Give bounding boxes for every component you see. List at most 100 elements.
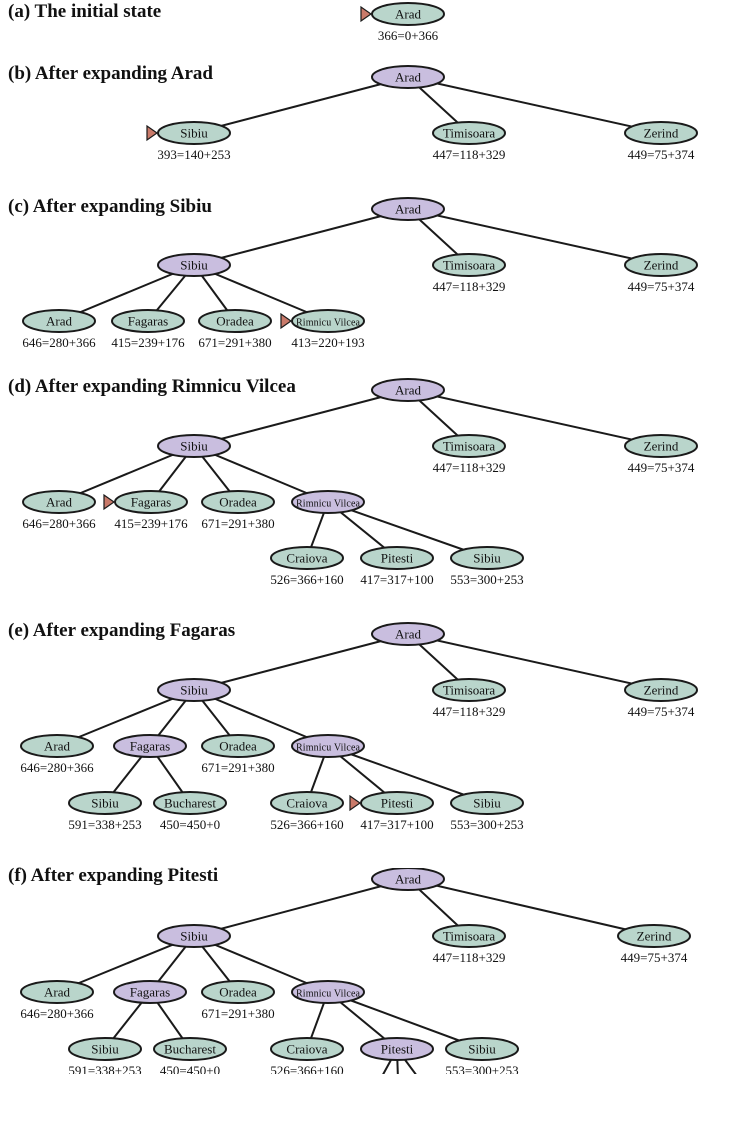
node-label: Timisoara — [443, 929, 495, 944]
node-label: Sibiu — [180, 258, 208, 273]
node-zerind: Zerind 449=75+374 — [624, 253, 698, 294]
panel-title: (b) After expanding Arad — [8, 63, 213, 84]
node-sibiu: Sibiu 591=338+253 — [68, 791, 142, 832]
panel-a: Arad 366=0+366 — [360, 2, 445, 43]
node-label: Fagaras — [128, 314, 168, 329]
node-fagaras: Fagaras — [113, 734, 187, 758]
node-label: Oradea — [219, 985, 257, 1000]
expanded-node-ellipse — [371, 622, 445, 646]
node-rimnicu-vilcea: Rimnicu Vilcea — [291, 980, 365, 1004]
f-value-label: 526=366+160 — [270, 572, 343, 587]
node-label: Oradea — [216, 314, 254, 329]
f-value-label: 671=291+380 — [201, 1006, 274, 1021]
node-rimnicu-vilcea: Rimnicu Vilcea — [291, 734, 365, 758]
node-label: Arad — [395, 627, 421, 642]
node-label: Sibiu — [473, 551, 501, 566]
node-label: Bucharest — [164, 796, 216, 811]
frontier-node-ellipse — [153, 791, 227, 815]
frontier-node-ellipse — [624, 678, 698, 702]
node-arad: Arad — [371, 197, 445, 221]
expanded-node-ellipse — [371, 197, 445, 221]
node-label: Arad — [395, 872, 421, 887]
tree-edge — [193, 878, 409, 937]
node-oradea: Oradea 671=291+380 — [201, 490, 275, 531]
node-label: Zerind — [644, 439, 679, 454]
f-value-label: 415=239+176 — [114, 516, 188, 531]
f-value-label: 591=338+253 — [68, 817, 141, 832]
node-label: Zerind — [644, 258, 679, 273]
node-arad: Arad 366=0+366 — [360, 2, 445, 43]
node-label: Fagaras — [130, 739, 170, 754]
f-value-label: 417=317+100 — [360, 572, 433, 587]
f-value-label: 447=118+329 — [433, 460, 506, 475]
next-expansion-marker-icon — [146, 124, 159, 142]
node-label: Arad — [395, 202, 421, 217]
node-label: Rimnicu Vilcea — [296, 499, 361, 510]
node-label: Timisoara — [443, 258, 495, 273]
node-label: Arad — [395, 7, 421, 22]
tree-edge — [327, 501, 488, 559]
tree-edges — [56, 878, 655, 1074]
f-value-label: 447=118+329 — [433, 704, 506, 719]
tree-edges — [56, 633, 662, 804]
node-pitesti: Pitesti — [360, 1037, 434, 1061]
f-value-label: 526=366+160 — [270, 1063, 343, 1078]
next-expansion-marker-icon — [280, 312, 293, 330]
frontier-node-ellipse — [111, 309, 185, 333]
node-oradea: Oradea 671=291+380 — [201, 980, 275, 1021]
node-sibiu: Sibiu — [157, 253, 231, 277]
frontier-node-ellipse — [201, 490, 275, 514]
f-value-label: 671=291+380 — [201, 516, 274, 531]
frontier-node-ellipse — [432, 253, 506, 277]
panel-title: (a) The initial state — [8, 1, 161, 22]
node-label: Rimnicu Vilcea — [296, 743, 361, 754]
node-label: Pitesti — [381, 796, 414, 811]
frontier-node-ellipse — [624, 253, 698, 277]
f-value-label: 646=280+366 — [22, 335, 96, 350]
node-label: Sibiu — [91, 796, 119, 811]
frontier-node-ellipse — [432, 924, 506, 948]
tree-edge — [407, 76, 662, 134]
node-label: Arad — [46, 495, 72, 510]
f-value-label: 366=0+366 — [378, 28, 439, 43]
f-value-label: 553=300+253 — [450, 572, 523, 587]
f-value-label: 447=118+329 — [433, 147, 506, 162]
f-value-label: 553=300+253 — [445, 1063, 518, 1078]
tree-edges — [58, 389, 662, 559]
node-fagaras: Fagaras — [113, 980, 187, 1004]
node-label: Rimnicu Vilcea — [296, 318, 361, 329]
expanded-node-ellipse — [371, 65, 445, 89]
f-value-label: 447=118+329 — [433, 950, 506, 965]
node-label: Sibiu — [180, 439, 208, 454]
frontier-node-ellipse — [624, 121, 698, 145]
next-expansion-marker-icon — [103, 493, 116, 511]
node-sibiu: Sibiu — [157, 434, 231, 458]
node-label: Oradea — [219, 495, 257, 510]
f-value-label: 449=75+374 — [628, 279, 695, 294]
node-sibiu: Sibiu — [157, 924, 231, 948]
frontier-node-ellipse — [22, 490, 96, 514]
node-sibiu: Sibiu 553=300+253 — [450, 546, 524, 587]
expanded-node-ellipse — [157, 253, 231, 277]
tree-edge — [193, 389, 409, 447]
